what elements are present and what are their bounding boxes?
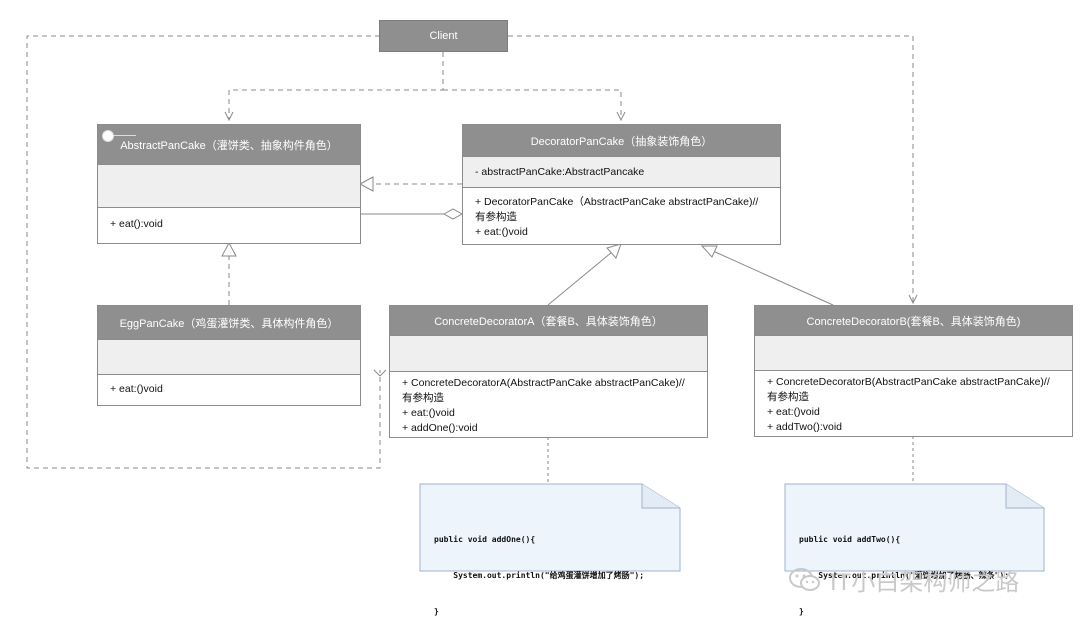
method-item: + eat:()void bbox=[767, 406, 820, 418]
method-item: 有参构造 bbox=[767, 391, 809, 403]
wechat-icon bbox=[789, 567, 820, 591]
class-header: EggPanCake（鸡蛋灌饼类、具体构件角色） bbox=[98, 306, 360, 340]
method-item: + ConcreteDecoratorA(AbstractPanCake abs… bbox=[402, 377, 685, 389]
method-item: + DecoratorPanCake（AbstractPanCake abstr… bbox=[475, 196, 759, 208]
class-attributes bbox=[98, 340, 360, 375]
aggregation-link bbox=[360, 208, 464, 220]
decorator-b-generalization bbox=[700, 245, 834, 306]
class-attributes bbox=[755, 336, 1072, 371]
note-line: System.out.println("灌饼增加了烤肠、辣条"); bbox=[799, 571, 1010, 580]
method-item: + eat:()void bbox=[475, 226, 528, 238]
note-line: } bbox=[799, 607, 804, 616]
class-methods: + eat:()void bbox=[98, 375, 360, 401]
client-box[interactable]: Client bbox=[379, 20, 508, 52]
method-item: + addTwo():void bbox=[767, 421, 842, 433]
class-title: AbstractPanCake（灌饼类、抽象构件角色） bbox=[120, 139, 338, 152]
method-item: + eat:()void bbox=[110, 383, 163, 395]
class-egg-pancake[interactable]: EggPanCake（鸡蛋灌饼类、具体构件角色） + eat:()void bbox=[97, 305, 361, 406]
client-dependencies bbox=[26, 35, 913, 469]
note-b-shape bbox=[784, 483, 1045, 572]
egg-realization bbox=[221, 241, 237, 305]
client-label: Client bbox=[429, 30, 458, 42]
note-a-shape bbox=[419, 483, 681, 572]
note-line: } bbox=[434, 607, 439, 616]
watermark-text: IT小白架构师之路 bbox=[830, 569, 1020, 596]
note-a[interactable]: public void addOne(){ System.out.println… bbox=[434, 510, 644, 630]
class-header: ConcreteDecoratorB(套餐B、具体装饰角色) bbox=[755, 306, 1072, 336]
watermark: IT小白架构师之路 bbox=[788, 562, 1019, 597]
note-connectors bbox=[547, 436, 914, 484]
class-title: EggPanCake（鸡蛋灌饼类、具体构件角色） bbox=[119, 317, 339, 330]
method-item: + ConcreteDecoratorB(AbstractPanCake abs… bbox=[767, 376, 1050, 388]
decorator-realization bbox=[358, 176, 462, 192]
class-methods: + DecoratorPanCake（AbstractPanCake abstr… bbox=[463, 188, 780, 244]
note-b[interactable]: public void addTwo(){ System.out.println… bbox=[799, 510, 1009, 630]
interface-circle-icon bbox=[102, 130, 114, 142]
method-item: + eat():void bbox=[110, 218, 163, 230]
class-concrete-decorator-a[interactable]: ConcreteDecoratorA（套餐B、具体装饰角色） + Concret… bbox=[389, 305, 708, 438]
class-concrete-decorator-b[interactable]: ConcreteDecoratorB(套餐B、具体装饰角色) + Concret… bbox=[754, 305, 1073, 437]
attribute-item: - abstractPanCake:AbstractPancake bbox=[475, 166, 645, 178]
method-item: + addOne():void bbox=[402, 422, 478, 434]
class-header: AbstractPanCake（灌饼类、抽象构件角色） bbox=[98, 125, 360, 165]
class-title: DecoratorPanCake（抽象装饰角色） bbox=[530, 135, 713, 148]
class-attributes: - abstractPanCake:AbstractPancake bbox=[463, 157, 780, 188]
class-header: DecoratorPanCake（抽象装饰角色） bbox=[463, 125, 780, 157]
class-abstract-pancake[interactable]: AbstractPanCake（灌饼类、抽象构件角色） + eat():void bbox=[97, 124, 361, 244]
class-methods: + eat():void bbox=[98, 208, 360, 236]
class-header: ConcreteDecoratorA（套餐B、具体装饰角色） bbox=[390, 306, 707, 336]
class-methods: + ConcreteDecoratorB(AbstractPanCake abs… bbox=[755, 371, 1072, 439]
method-item: 有参构造 bbox=[402, 392, 444, 404]
note-line: System.out.println("给鸡蛋灌饼增加了烤肠"); bbox=[434, 571, 645, 580]
interface-circle-line bbox=[114, 135, 136, 136]
note-line: public void addTwo(){ bbox=[799, 535, 901, 544]
class-attributes bbox=[390, 336, 707, 372]
class-methods: + ConcreteDecoratorA(AbstractPanCake abs… bbox=[390, 372, 707, 440]
note-line: public void addOne(){ bbox=[434, 535, 536, 544]
class-title: ConcreteDecoratorB(套餐B、具体装饰角色) bbox=[806, 315, 1021, 328]
class-title: ConcreteDecoratorA（套餐B、具体装饰角色） bbox=[434, 315, 663, 328]
class-attributes bbox=[98, 165, 360, 208]
class-decorator-pancake[interactable]: DecoratorPanCake（抽象装饰角色） - abstractPanCa… bbox=[462, 124, 781, 245]
method-item: 有参构造 bbox=[475, 211, 517, 223]
decorator-a-generalization bbox=[547, 243, 622, 306]
method-item: + eat:()void bbox=[402, 407, 455, 419]
